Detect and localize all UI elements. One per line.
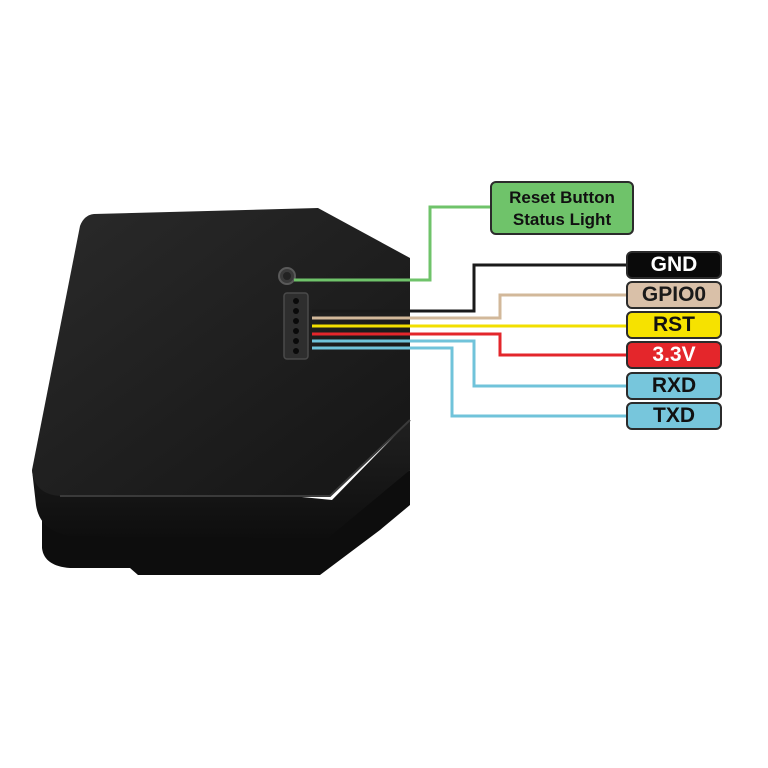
- header-pin-hole: [293, 328, 299, 334]
- pin-label-gnd: GND: [626, 251, 722, 279]
- header-pin-hole: [293, 308, 299, 314]
- reset-callout-line1: Reset Button: [509, 188, 615, 207]
- wire-rxd: [312, 339, 626, 388]
- reset-callout-line2: Status Light: [512, 210, 612, 229]
- device-body: [32, 208, 411, 575]
- reset-button-led-center: [283, 272, 291, 280]
- pin-label-txd: TXD: [626, 402, 722, 430]
- wire-gpio0: [312, 293, 626, 320]
- wire-reset-status: [294, 205, 490, 282]
- pin-label-3v3: 3.3V: [626, 341, 722, 369]
- header-pin-hole: [293, 338, 299, 344]
- device-side-face: [32, 420, 410, 538]
- wire-gnd: [312, 263, 626, 313]
- wire-txd: [312, 346, 626, 418]
- header-pin-holes: [293, 298, 299, 354]
- reset-status-callout: Reset Button Status Light: [490, 181, 634, 235]
- wire-33v: [312, 332, 626, 357]
- pin-label-rxd: RXD: [626, 372, 722, 400]
- pin-label-rst: RST: [626, 311, 722, 339]
- header-pin-hole: [293, 298, 299, 304]
- header-connector: [283, 292, 309, 360]
- pin-label-gpio0: GPIO0: [626, 281, 722, 309]
- header-pin-hole: [293, 348, 299, 354]
- wire-group: [294, 205, 626, 418]
- device-top-face: [32, 208, 410, 496]
- device-edge-highlight: [60, 419, 411, 497]
- header-pin-hole: [293, 318, 299, 324]
